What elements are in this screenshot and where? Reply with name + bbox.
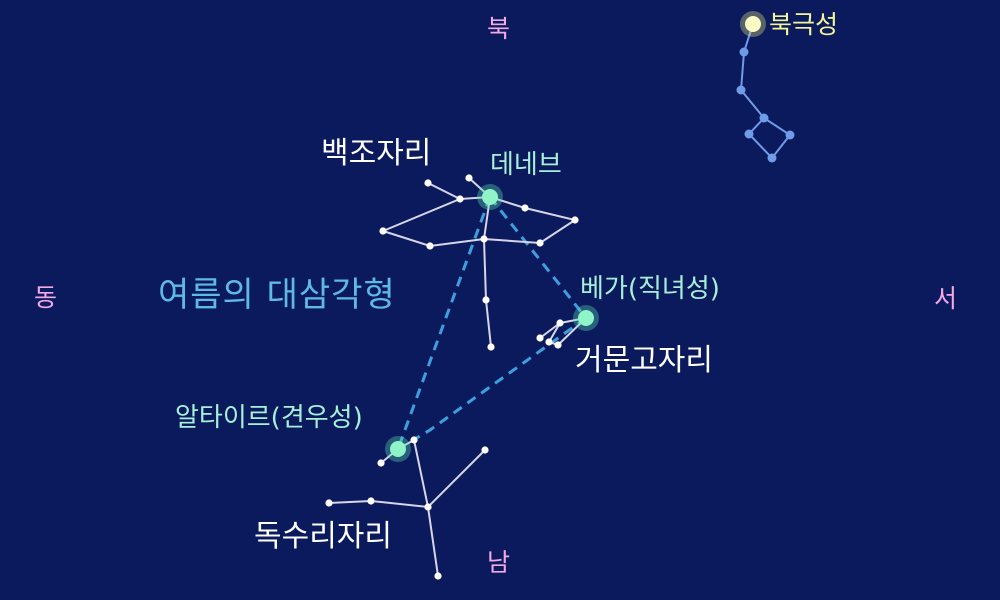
star-dot-20 [481, 446, 489, 454]
vega-star [578, 310, 594, 326]
cygnus-label: 백조자리 [321, 136, 432, 171]
star-dot-5 [480, 235, 488, 243]
star-dot-7 [424, 179, 432, 187]
star-dot-6 [426, 242, 434, 250]
star-dot-0 [379, 227, 387, 235]
stars [325, 11, 795, 580]
lyra-line-1 [539, 322, 561, 339]
star-dot-17 [424, 503, 432, 511]
aquila-label: 독수리자리 [254, 519, 392, 554]
star-dot-10 [487, 343, 495, 351]
little-dipper-star-1 [736, 85, 746, 95]
little-dipper-line [739, 23, 792, 160]
star-dot-1 [456, 195, 464, 203]
vega-label: 베가(직녀성) [580, 274, 720, 304]
aquila-line-2 [427, 506, 439, 577]
cygnus-line-0 [382, 195, 578, 248]
star-dot-15 [377, 459, 385, 467]
cygnus-line-1 [427, 182, 461, 200]
star-dot-9 [482, 296, 490, 304]
polaris-star [745, 16, 761, 32]
constellation-lines [328, 23, 792, 577]
little-dipper-star-5 [744, 129, 754, 139]
star-dot-18 [367, 497, 375, 505]
direction-south-label: 남 [487, 548, 511, 577]
little-dipper-star-0 [739, 47, 749, 57]
star-dot-11 [556, 319, 564, 327]
star-dot-8 [465, 174, 473, 182]
star-dot-3 [571, 216, 579, 224]
little-dipper-star-4 [767, 153, 777, 163]
summer-triangle-line-2 [397, 316, 587, 451]
altair-star [390, 441, 406, 457]
star-dot-12 [545, 338, 553, 346]
deneb-label: 데네브 [490, 150, 562, 180]
summer-triangle-line-1 [488, 196, 588, 319]
little-dipper-star-3 [785, 130, 795, 140]
aquila-line-0 [380, 438, 429, 508]
summer-triangle-title: 여름의 대삼각형 [158, 275, 396, 315]
star-dot-13 [536, 334, 544, 342]
star-dot-16 [410, 436, 418, 444]
star-dot-21 [434, 572, 442, 580]
deneb-star [482, 189, 498, 205]
aquila-line-1 [328, 449, 486, 509]
summer-triangle-lines [396, 196, 588, 451]
star-dot-14 [554, 341, 562, 349]
polaris-label: 북극성 [769, 10, 839, 39]
star-dot-4 [536, 239, 544, 247]
star-dot-19 [325, 499, 333, 507]
star-dot-2 [521, 204, 529, 212]
direction-west-label: 서 [934, 284, 958, 313]
altair-label: 알타이르(견우성) [175, 403, 363, 433]
summer-triangle-line-0 [396, 196, 492, 450]
lyra-label: 거문고자리 [575, 343, 713, 378]
direction-north-label: 북 [487, 14, 511, 43]
little-dipper-star-2 [759, 113, 769, 123]
direction-east-label: 동 [34, 283, 58, 312]
